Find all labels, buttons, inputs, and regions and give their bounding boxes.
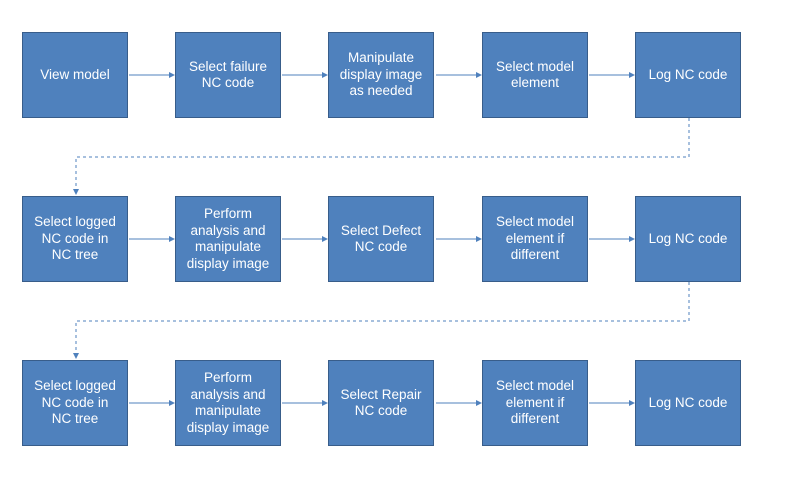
step-select-repair-nc-code: Select Repair NC code (328, 360, 434, 446)
step-select-model-element: Select model element (482, 32, 588, 118)
step-log-nc-code-1: Log NC code (635, 32, 741, 118)
step-log-nc-code-2: Log NC code (635, 196, 741, 282)
step-select-logged-nc-code-1: Select logged NC code in NC tree (22, 196, 128, 282)
step-perform-analysis-1: Perform analysis and manipulate display … (175, 196, 281, 282)
step-select-failure-nc-code: Select failure NC code (175, 32, 281, 118)
dashed-connector-row2-to-row3 (73, 282, 690, 359)
step-perform-analysis-2: Perform analysis and manipulate display … (175, 360, 281, 446)
step-view-model: View model (22, 32, 128, 118)
step-select-defect-nc-code: Select Defect NC code (328, 196, 434, 282)
step-select-model-element-if-different-1: Select model element if different (482, 196, 588, 282)
step-manipulate-display-image: Manipulate display image as needed (328, 32, 434, 118)
dashed-connector-row1-to-row2 (73, 118, 690, 195)
step-select-logged-nc-code-2: Select logged NC code in NC tree (22, 360, 128, 446)
step-log-nc-code-3: Log NC code (635, 360, 741, 446)
step-select-model-element-if-different-2: Select model element if different (482, 360, 588, 446)
